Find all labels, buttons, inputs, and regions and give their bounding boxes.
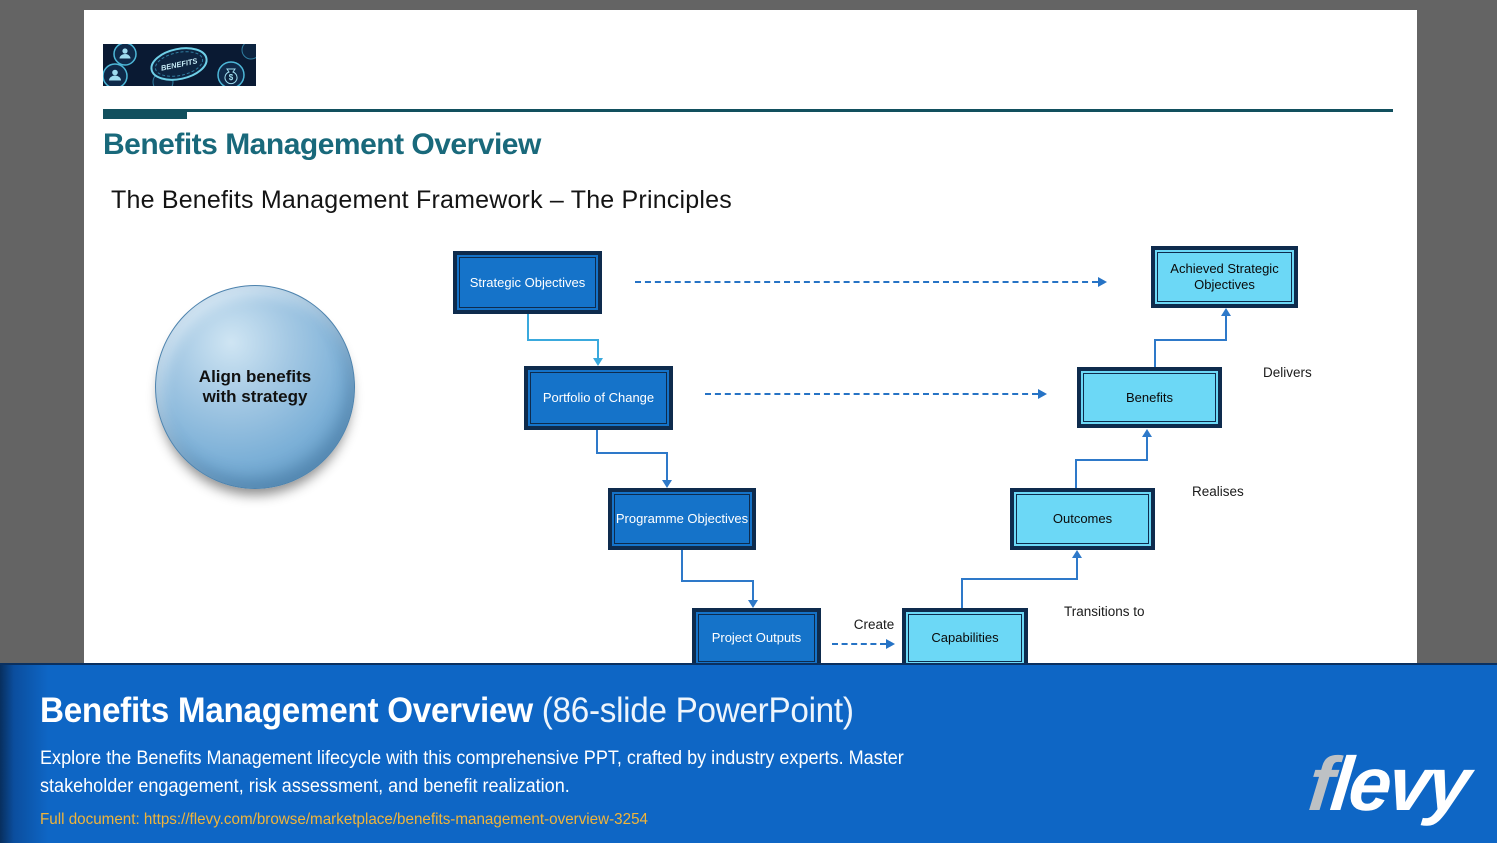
label-realises: Realises	[1192, 484, 1244, 499]
banner-description-line: Explore the Benefits Management lifecycl…	[40, 748, 904, 769]
banner-text-block: Benefits Management Overview (86-slide P…	[40, 691, 1133, 829]
connector-capabilities-outcomes	[961, 578, 963, 608]
connector-portfolio-programme	[596, 430, 598, 452]
connector-strategic-portfolio	[527, 314, 529, 339]
box-programme-objectives: Programme Objectives	[608, 488, 756, 550]
banner-title-suffix: (86-slide PowerPoint)	[532, 691, 854, 730]
promo-banner: Benefits Management Overview (86-slide P…	[0, 663, 1497, 843]
arrowhead-down	[593, 358, 603, 366]
banner-title: Benefits Management Overview (86-slide P…	[40, 691, 1133, 731]
box-project-outputs: Project Outputs	[692, 608, 821, 668]
header-divider-line	[103, 109, 1393, 112]
banner-title-bold: Benefits Management Overview	[40, 691, 533, 730]
arrowhead-up	[1072, 550, 1082, 558]
connector-portfolio-programme	[666, 452, 668, 480]
connector-capabilities-outcomes	[961, 578, 1078, 580]
connector-portfolio-programme	[596, 452, 668, 454]
dashed-arrowhead	[1038, 389, 1047, 399]
decorative-circle	[241, 44, 256, 60]
box-strategic-objectives: Strategic Objectives	[453, 251, 602, 314]
box-outcomes: Outcomes	[1010, 488, 1155, 550]
slide-title: Benefits Management Overview	[103, 128, 541, 161]
label-transitions-to: Transitions to	[1064, 604, 1145, 619]
flevy-logo-levy: levy	[1326, 742, 1472, 827]
dashed-arrowhead	[1098, 277, 1107, 287]
connector-outcomes-benefits	[1075, 459, 1148, 461]
dashed-arrowhead	[886, 639, 895, 649]
banner-description-line: stakeholder engagement, risk assessment,…	[40, 776, 570, 797]
connector-programme-outputs	[681, 550, 683, 580]
sphere-label-line2: with strategy	[202, 387, 308, 406]
banner-description: Explore the Benefits Management lifecycl…	[40, 745, 1133, 801]
connector-benefits-achieved	[1225, 315, 1227, 339]
dashed-arrow-portfolio-to-benefits	[705, 393, 1038, 395]
box-portfolio-of-change: Portfolio of Change	[524, 366, 673, 430]
full-document-link[interactable]: Full document: https://flevy.com/browse/…	[40, 811, 648, 828]
align-benefits-sphere: Align benefits with strategy	[155, 285, 355, 489]
header-divider-accent	[103, 109, 187, 119]
dashed-arrow-create	[832, 643, 886, 645]
arrowhead-up	[1221, 308, 1231, 316]
sphere-label-line1: Align benefits	[198, 367, 312, 386]
connector-benefits-achieved	[1154, 339, 1227, 341]
people-icon	[113, 44, 137, 66]
box-capabilities: Capabilities	[902, 608, 1028, 668]
dollar-sign: $	[229, 73, 234, 82]
connector-strategic-portfolio	[597, 339, 599, 358]
arrowhead-down	[748, 600, 758, 608]
connector-programme-outputs	[752, 580, 754, 600]
connector-outcomes-benefits	[1075, 459, 1077, 488]
label-delivers: Delivers	[1263, 365, 1312, 380]
connector-capabilities-outcomes	[1076, 557, 1078, 578]
money-bag-icon: $	[217, 61, 245, 86]
connector-strategic-portfolio	[527, 339, 599, 341]
connector-programme-outputs	[681, 580, 754, 582]
flevy-logo: flevy	[1304, 742, 1471, 827]
connector-benefits-achieved	[1154, 339, 1156, 367]
dashed-arrow-strategic-to-achieved	[635, 281, 1098, 283]
box-achieved-strategic-objectives: Achieved Strategic Objectives	[1151, 246, 1298, 308]
arrowhead-down	[662, 480, 672, 488]
box-benefits: Benefits	[1077, 367, 1222, 428]
slide-subtitle: The Benefits Management Framework – The …	[111, 186, 732, 214]
arrowhead-up	[1142, 429, 1152, 437]
label-create: Create	[853, 617, 895, 632]
person-icon	[103, 63, 128, 86]
connector-outcomes-benefits	[1146, 436, 1148, 459]
benefits-badge: BENEFITS	[150, 47, 208, 81]
benefits-thumbnail-image: BENEFITS $	[103, 44, 256, 86]
